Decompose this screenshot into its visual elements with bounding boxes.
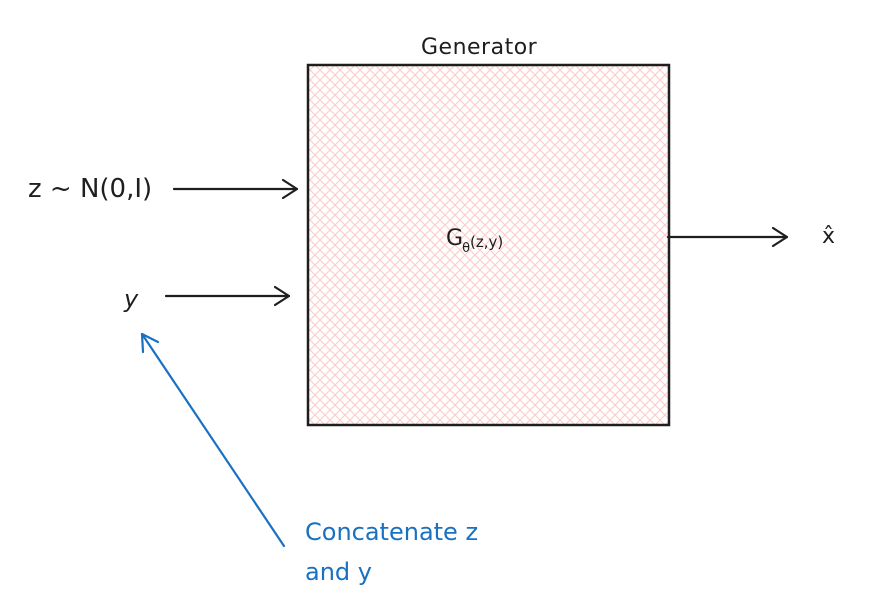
function-name: G [446,226,464,251]
annotation-text-line1: Concatenate z [305,518,479,546]
output-arrow [666,226,789,248]
generator-title: Generator [421,35,538,60]
z-input-label: z ~ N(0,I) [28,174,153,204]
y-input-label: y [124,285,139,313]
annotation-arrow [140,332,286,548]
y-input-arrow [164,285,291,307]
annotation-text-line2: and y [305,558,372,586]
function-arguments: (z,y) [470,233,504,251]
function-parameter-subscript: θ [462,241,471,256]
generator-box [306,63,671,427]
z-input-arrow [172,178,299,200]
output-label: x̂ [822,224,836,249]
generator-function-label: Gθ(z,y) [446,226,504,256]
